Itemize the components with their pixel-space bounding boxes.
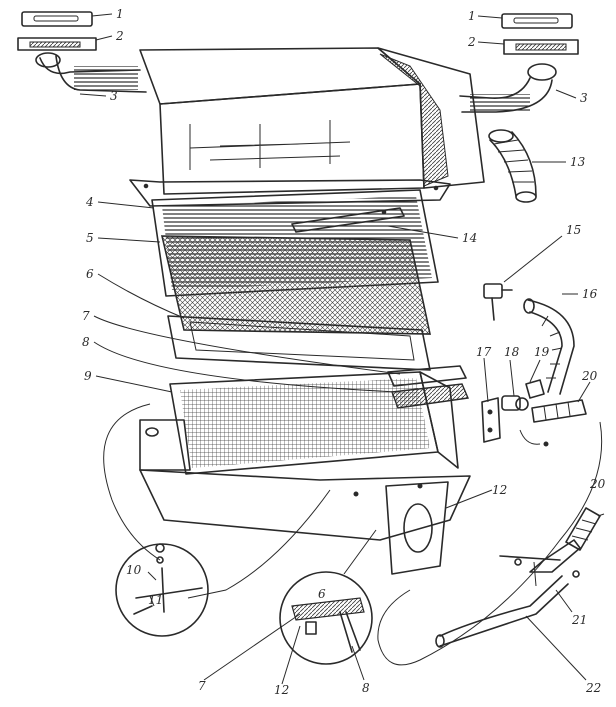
- callout-8-detail: 8: [362, 681, 370, 695]
- part-22-long-tube: [435, 575, 569, 648]
- part-1-right-flange-plate: [501, 13, 573, 29]
- part-20-hose-upper: [519, 399, 587, 447]
- detail-circle-b: [279, 529, 377, 665]
- leader-lines: [79, 13, 605, 681]
- connecting-wires: [103, 403, 603, 666]
- callout-22: 22: [585, 681, 601, 695]
- callout-3-right: 3: [580, 91, 588, 105]
- callout-16: 16: [582, 287, 598, 301]
- parts-17-19-fittings: [481, 379, 545, 443]
- callout-12-main: 12: [492, 483, 507, 497]
- callout-labels: 1 2 3 1 2 3 13 4 14 5 15 6 16 7 8 17 18 …: [82, 7, 606, 697]
- part-20-hose-lower: [565, 507, 601, 551]
- callout-15: 15: [566, 223, 581, 237]
- part-6-gasket-frame: [167, 315, 431, 371]
- part-9-heater-core: [145, 371, 459, 475]
- callout-6: 6: [86, 267, 94, 281]
- callout-20-lower: 20: [589, 477, 606, 491]
- callout-11: 11: [148, 593, 163, 607]
- part-15-drain-tap: [483, 283, 513, 321]
- part-21-pipe: [499, 539, 581, 587]
- part-2-left-gasket-flange: [17, 37, 97, 51]
- detail-leader-lines: [203, 613, 365, 685]
- part-3-right-hose: [459, 63, 557, 113]
- callout-8: 8: [82, 335, 90, 349]
- heater-housing: [129, 47, 485, 207]
- callout-20-upper: 20: [581, 369, 598, 383]
- callout-13: 13: [570, 155, 586, 169]
- callout-12-detail: 12: [274, 683, 289, 697]
- part-13-corrugated-hose: [488, 129, 537, 203]
- part-14-strap: [291, 207, 405, 233]
- callout-18: 18: [504, 345, 520, 359]
- callout-1-right: 1: [468, 9, 476, 23]
- callout-4: 4: [85, 195, 94, 209]
- callout-2-left: 2: [115, 29, 124, 43]
- callout-21: 21: [571, 613, 587, 627]
- callout-7-detail: 7: [198, 679, 206, 693]
- callout-2-right: 2: [467, 35, 476, 49]
- lower-tray: [139, 419, 471, 575]
- part-3-left-hose: [35, 52, 147, 93]
- callout-19: 19: [534, 345, 550, 359]
- callout-1-left: 1: [116, 7, 124, 21]
- detail-circle-a: [115, 489, 331, 637]
- callout-6-detail: 6: [318, 587, 326, 601]
- callout-17: 17: [476, 345, 492, 359]
- part-1-left-flange-plate: [21, 11, 93, 27]
- callout-14: 14: [462, 231, 477, 245]
- part-2-right-gasket-flange: [503, 39, 579, 55]
- callout-7: 7: [82, 309, 90, 323]
- callout-9: 9: [84, 369, 92, 383]
- callout-3-left: 3: [110, 89, 118, 103]
- part-16-hose: [523, 298, 575, 395]
- part-5-mesh-filter: [160, 235, 431, 335]
- callout-5: 5: [86, 231, 94, 245]
- callout-10: 10: [126, 563, 142, 577]
